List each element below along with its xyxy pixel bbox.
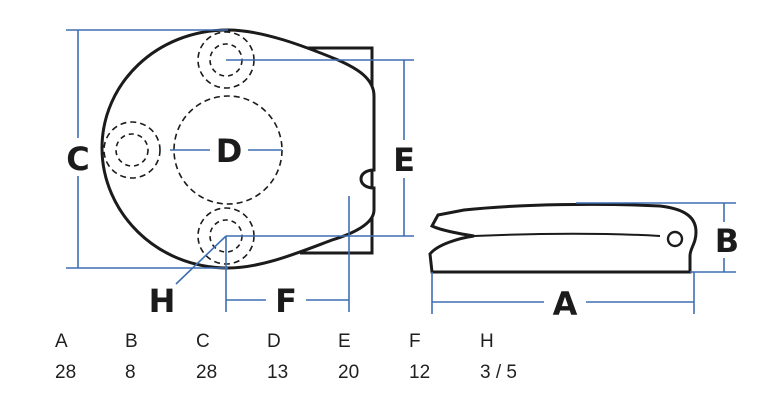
dim-label-f: F [275, 282, 297, 320]
side-groove-line [473, 232, 661, 237]
dim-h-leader [175, 235, 227, 285]
dim-label-b: B [715, 222, 739, 260]
cleat-body-outline [100, 28, 376, 270]
dim-label-d: D [216, 132, 243, 170]
dim-label-e: E [393, 141, 415, 179]
bolt-hole-left [103, 121, 161, 179]
dim-label-a: A [553, 285, 578, 323]
side-body-outline [428, 202, 698, 274]
bolt-hole-left-inner [115, 133, 149, 167]
side-pin-hole [666, 230, 684, 248]
dim-label-c: C [66, 140, 89, 178]
side-view [428, 202, 698, 274]
dim-label-h: H [149, 282, 176, 320]
dimensions-side-view [431, 202, 736, 314]
top-view [100, 28, 376, 270]
dimensions-top-view [66, 29, 414, 312]
